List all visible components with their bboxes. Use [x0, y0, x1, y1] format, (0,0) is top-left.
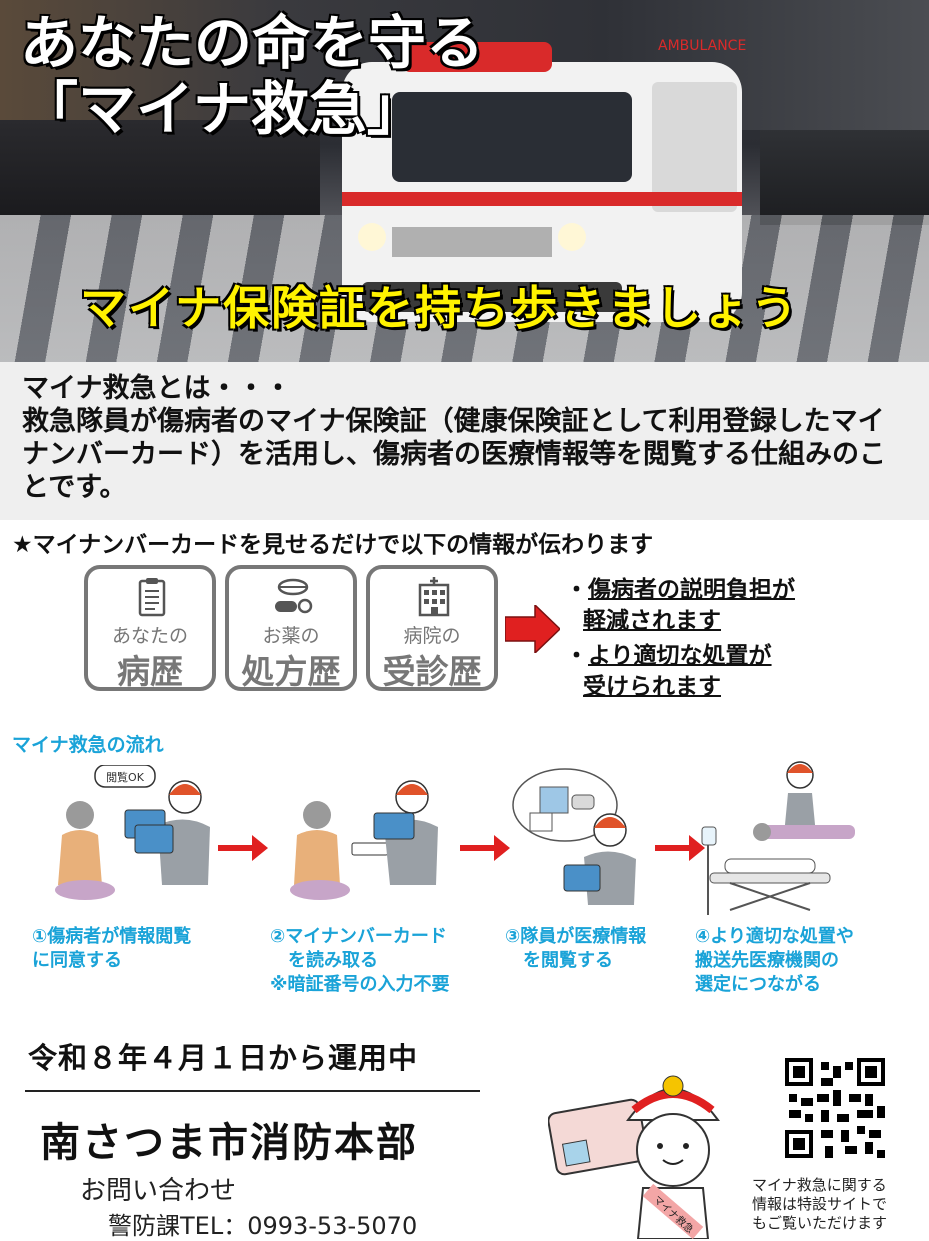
card-small-label: あなたの: [111, 625, 188, 647]
pills-icon: [275, 578, 313, 614]
flow-title: マイナ救急の流れ: [12, 734, 164, 756]
contact-label: お問い合わせ: [80, 1176, 237, 1206]
consent-bubble: 閲覧OK: [106, 770, 145, 784]
qr-code[interactable]: [785, 1058, 885, 1158]
launch-date: 令和８年４月１日から運用中: [28, 1041, 419, 1075]
benefit-line: 受けられます: [583, 674, 721, 700]
flow-arrow-icon: [655, 835, 705, 861]
hero-title-line1: あなたの命を守る: [20, 9, 485, 77]
card-big-label: 受診歴: [382, 652, 482, 691]
department-name: 南さつま市消防本部: [40, 1120, 418, 1166]
card-medical-history: あなたの 病歴: [84, 565, 216, 691]
benefit-line: 傷病者の説明負担が: [588, 577, 795, 603]
card-prescription-history: お薬の 処方歴: [225, 565, 357, 691]
step2-caption: ②マイナンバーカード を読み取る ※暗証番号の入力不要: [270, 926, 450, 995]
card-visit-history: 病院の 受診歴: [366, 565, 498, 691]
step2-illustration: [290, 780, 438, 900]
step1-illustration: 閲覧OK: [55, 765, 210, 900]
step3-illustration: [512, 768, 636, 905]
step1-caption: ①傷病者が情報閲覧 に同意する: [32, 926, 192, 971]
card-small-label: お薬の: [262, 625, 320, 647]
hero-title: あなたの命を守る 「マイナ救急」: [20, 10, 484, 142]
flow-arrow-icon: [218, 835, 268, 861]
ambulance-image: AMBULANCE: [342, 38, 746, 322]
definition-box: マイナ救急とは・・・ 救急隊員が傷病者のマイナ保険証（健康保険証として利用登録し…: [0, 362, 929, 520]
divider: [25, 1090, 480, 1092]
background-crowd-left: [0, 120, 320, 215]
clipboard-icon: [138, 578, 166, 617]
red-arrow-icon: [505, 605, 560, 653]
step4-caption: ④より適切な処置や 搬送先医療機関の 選定につながる: [695, 926, 854, 995]
benefit-line: 軽減されます: [583, 608, 721, 634]
hospital-icon: [418, 577, 450, 617]
flow-arrow-icon: [460, 835, 510, 861]
benefit-item: ・より適切な処置が受けられます: [565, 643, 772, 700]
card-small-label: 病院の: [403, 625, 461, 647]
hero-title-line2: 「マイナ救急」: [20, 75, 425, 143]
mascot-illustration: マイナ救急: [548, 1075, 720, 1239]
card-big-label: 病歴: [117, 652, 183, 691]
qr-note: マイナ救急に関する 情報は特設サイトで もご覧いただけます: [752, 1176, 888, 1232]
hero-banner: AMBULANCE あなたの命を守る 「マイナ救急」 マイナ保険証を持ち歩きまし…: [0, 0, 929, 362]
step4-illustration: [701, 761, 855, 915]
contact-phone: 警防課TEL：0993-53-5070: [108, 1212, 418, 1240]
info-lead: ★マイナンバーカードを見せるだけで以下の情報が伝わります: [12, 532, 654, 558]
step3-caption: ③隊員が医療情報 を閲覧する: [505, 926, 647, 971]
definition-body: 救急隊員が傷病者のマイナ保険証（健康保険証として利用登録したマイナンバーカード）…: [22, 406, 886, 503]
benefit-line: より適切な処置が: [588, 643, 772, 669]
definition-heading: マイナ救急とは・・・: [22, 373, 292, 404]
ambulance-text: AMBULANCE: [658, 38, 746, 54]
hero-slogan: マイナ保険証を持ち歩きましょう: [80, 281, 800, 335]
background-crowd-right: [760, 130, 929, 225]
benefit-list: ・傷病者の説明負担が軽減されます ・より適切な処置が受けられます: [565, 575, 795, 707]
card-big-label: 処方歴: [241, 652, 341, 691]
benefit-item: ・傷病者の説明負担が軽減されます: [565, 577, 795, 634]
